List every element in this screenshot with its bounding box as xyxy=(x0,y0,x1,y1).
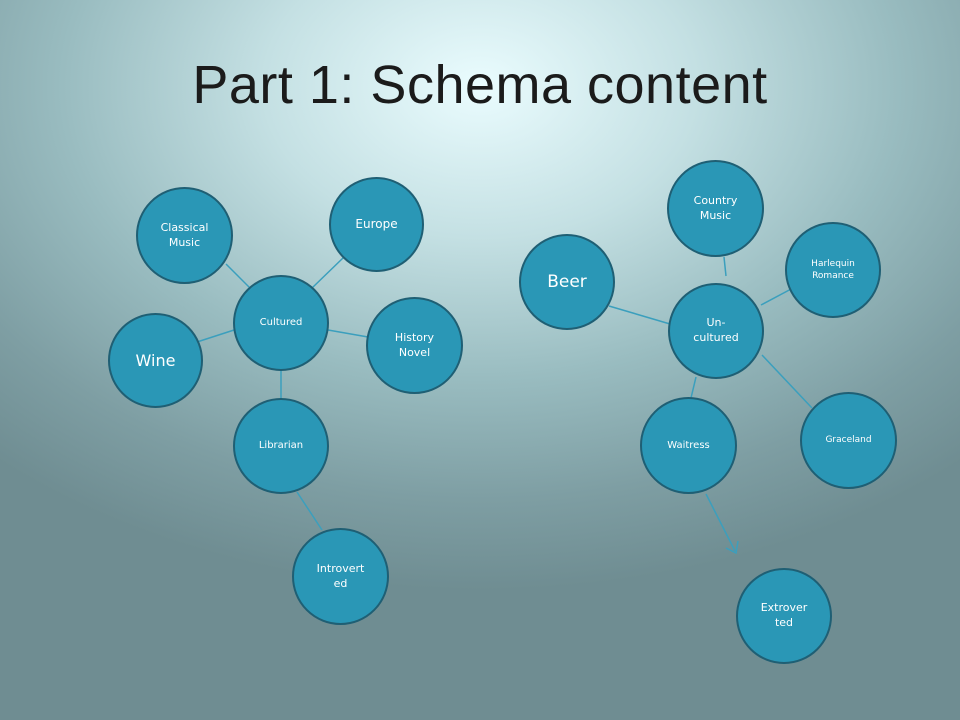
node-uncultured: Un- cultured xyxy=(668,283,764,379)
node-classical-music: Classical Music xyxy=(136,187,233,284)
link-uncultured-waitress xyxy=(690,376,697,399)
link-waitress-extroverted xyxy=(705,493,736,552)
node-introverted: Introvert ed xyxy=(292,528,389,625)
node-cultured: Cultured xyxy=(233,275,329,371)
link-cultured-europe xyxy=(311,257,344,289)
link-uncultured-harlequin-romance xyxy=(760,287,794,306)
link-librarian-introverted xyxy=(296,491,323,531)
node-wine: Wine xyxy=(108,313,203,408)
link-uncultured-country-music xyxy=(723,256,727,277)
link-uncultured-beer xyxy=(608,305,671,325)
node-country-music: Country Music xyxy=(667,160,764,257)
node-graceland: Graceland xyxy=(800,392,897,489)
link-uncultured-graceland xyxy=(761,354,813,409)
node-extroverted: Extrover ted xyxy=(736,568,832,664)
link-arrowhead xyxy=(725,540,739,555)
link-cultured-history-novel xyxy=(327,329,369,338)
node-europe: Europe xyxy=(329,177,424,272)
slide-title: Part 1: Schema content xyxy=(192,55,768,115)
node-harlequin-romance: Harlequin Romance xyxy=(785,222,881,318)
node-beer: Beer xyxy=(519,234,615,330)
node-history-novel: History Novel xyxy=(366,297,463,394)
link-cultured-wine xyxy=(196,329,235,343)
node-librarian: Librarian xyxy=(233,398,329,494)
node-waitress: Waitress xyxy=(640,397,737,494)
